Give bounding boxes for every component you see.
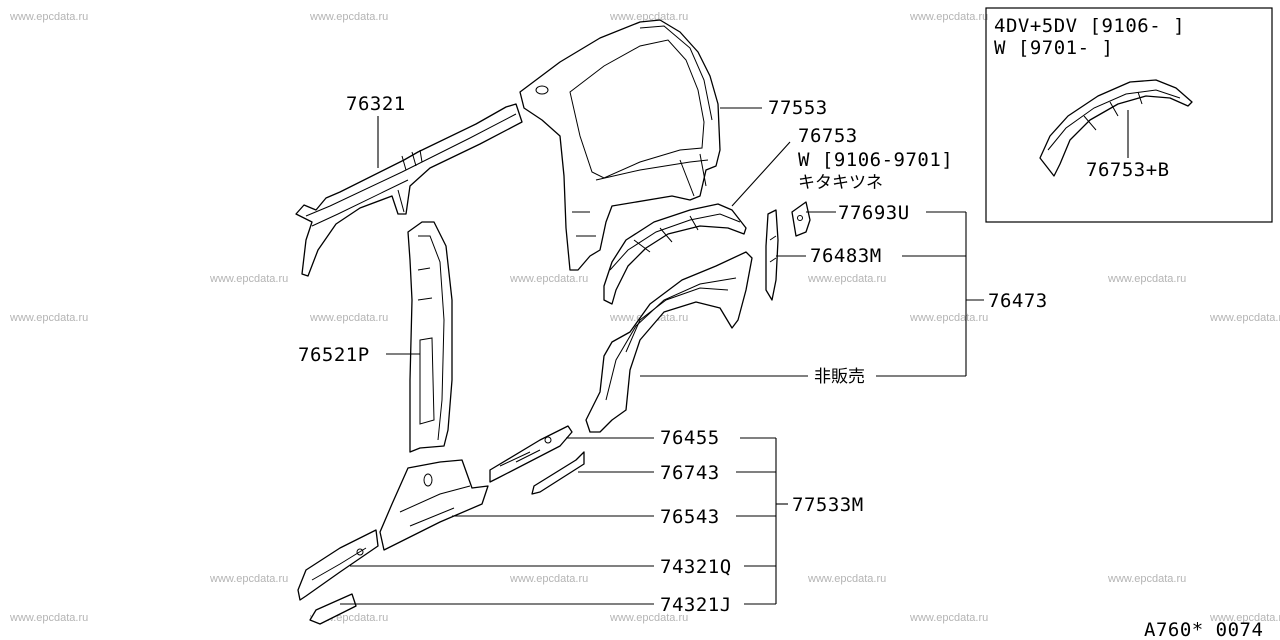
label-76753-note-grade: キタキツネ (798, 173, 883, 193)
label-77693U[interactable]: 77693U (838, 202, 910, 224)
label-76543[interactable]: 76543 (660, 506, 720, 528)
part-76483M-extension[interactable] (765, 209, 779, 301)
watermark: www.epcdata.ru (609, 11, 688, 23)
inset-frame (985, 7, 1273, 223)
watermark: www.epcdata.ru (1107, 273, 1186, 285)
watermark: www.epcdata.ru (909, 312, 988, 324)
label-76753B[interactable]: 76753+B (1086, 159, 1170, 181)
watermark: www.epcdata.ru (1209, 312, 1280, 324)
label-76743[interactable]: 76743 (660, 462, 720, 484)
part-76753-wheelhouse-extension[interactable] (603, 203, 747, 305)
label-76455[interactable]: 76455 (660, 427, 720, 449)
part-76455-reinforcement[interactable] (489, 425, 573, 483)
watermark: www.epcdata.ru (209, 573, 288, 585)
watermark: www.epcdata.ru (309, 312, 388, 324)
watermark: www.epcdata.ru (807, 273, 886, 285)
part-76521P-pillar[interactable] (407, 221, 453, 453)
label-76483M[interactable]: 76483M (810, 245, 882, 267)
inset-applicability-line1: 4DV+5DV [9106- ] (994, 15, 1185, 37)
watermark: www.epcdata.ru (209, 273, 288, 285)
label-76753[interactable]: 76753 (798, 125, 858, 147)
part-76321-roof-rail[interactable] (295, 103, 523, 277)
watermark: www.epcdata.ru (509, 273, 588, 285)
watermark: www.epcdata.ru (9, 11, 88, 23)
watermark: www.epcdata.ru (807, 573, 886, 585)
part-74321J-bracket[interactable] (309, 593, 357, 625)
watermark: www.epcdata.ru (909, 11, 988, 23)
watermark: www.epcdata.ru (309, 11, 388, 23)
diagram-code: A760* 0074 (1144, 619, 1263, 640)
part-77693U-bracket[interactable] (791, 201, 811, 237)
label-76521P[interactable]: 76521P (298, 344, 370, 366)
watermark: www.epcdata.ru (609, 612, 688, 624)
label-76473[interactable]: 76473 (988, 290, 1048, 312)
inset-variant-box: 4DV+5DV [9106- ] W [9701- ] 76753+B (985, 7, 1273, 223)
part-wheelhouse-outer[interactable] (585, 251, 753, 433)
watermark: www.epcdata.ru (9, 312, 88, 324)
label-76753-note-date: W [9106-9701] (798, 149, 953, 171)
part-76753B-wheelhouse-extension[interactable] (1039, 79, 1193, 177)
part-74321Q-outrigger[interactable] (297, 529, 379, 601)
leader-lines (340, 107, 984, 605)
part-76743-reinforcement[interactable] (531, 451, 585, 495)
watermarks: www.epcdata.ru www.epcdata.ru www.epcdat… (9, 11, 1280, 624)
watermark: www.epcdata.ru (1209, 612, 1280, 624)
label-77533M[interactable]: 77533M (792, 494, 864, 516)
watermark: www.epcdata.ru (509, 573, 588, 585)
label-not-sold: 非販売 (814, 367, 865, 387)
label-74321Q[interactable]: 74321Q (660, 556, 732, 578)
label-77553[interactable]: 77553 (768, 97, 828, 119)
part-labels: 76321 77553 76753 W [9106-9701] キタキツネ 77… (298, 93, 1048, 616)
part-76543-sill-inner[interactable] (379, 459, 489, 551)
watermark: www.epcdata.ru (9, 612, 88, 624)
label-76321[interactable]: 76321 (346, 93, 406, 115)
inset-applicability-line2: W [9701- ] (994, 37, 1113, 59)
watermark: www.epcdata.ru (909, 612, 988, 624)
label-74321J[interactable]: 74321J (660, 594, 732, 616)
part-77553-quarter-inner[interactable] (519, 19, 721, 271)
watermark: www.epcdata.ru (1107, 573, 1186, 585)
